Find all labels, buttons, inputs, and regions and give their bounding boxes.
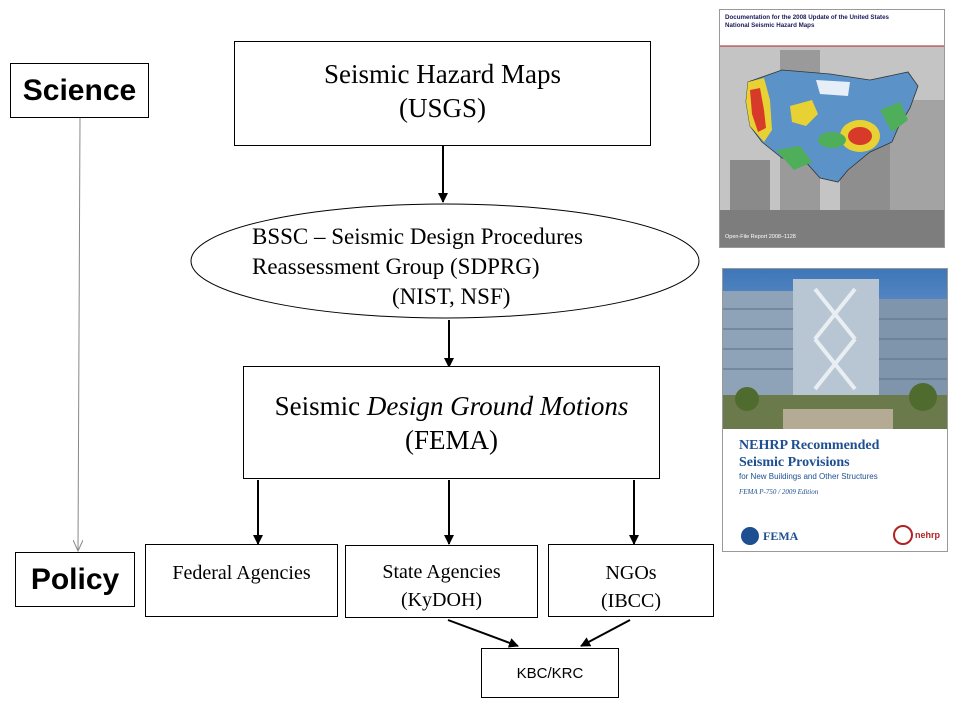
nehrp-logo: nehrp bbox=[893, 525, 940, 545]
federal-agencies-label: Federal Agencies bbox=[172, 562, 311, 584]
seismic-hazard-maps-box: Seismic Hazard Maps (USGS) bbox=[234, 41, 651, 146]
usgs-cover-report: Open-File Report 2008–1128 bbox=[725, 234, 796, 240]
federal-agencies-box: Federal Agencies bbox=[145, 544, 338, 617]
nehrp-seismograph-icon bbox=[893, 525, 913, 545]
arrow-science-to-policy bbox=[78, 117, 80, 551]
nehrp-cover-subtitle: for New Buildings and Other Structures bbox=[739, 472, 878, 481]
nehrp-cover-text: NEHRP Recommended Seismic Provisions for… bbox=[739, 437, 945, 499]
design-motions-italic: Design Ground Motions bbox=[366, 391, 629, 421]
arrow-state-to-kbc bbox=[447, 619, 519, 648]
ngos-label: NGOs bbox=[605, 562, 657, 584]
nehrp-cover-edition: FEMA P-750 / 2009 Edition bbox=[739, 488, 819, 496]
science-label-text: Science bbox=[22, 73, 137, 107]
usgs-cover-title-1: Documentation for the 2008 Update of the… bbox=[725, 14, 889, 21]
nehrp-logo-text: nehrp bbox=[915, 530, 941, 540]
nehrp-cover-photo bbox=[723, 269, 947, 429]
bssc-line-3: (NIST, NSF) bbox=[392, 284, 511, 309]
nehrp-cover-title-1: NEHRP Recommended bbox=[739, 438, 880, 453]
design-motions-agency: (FEMA) bbox=[405, 425, 498, 455]
state-agencies-label: State Agencies bbox=[382, 561, 501, 583]
science-label: Science bbox=[10, 63, 149, 118]
usgs-cover-art bbox=[720, 10, 944, 247]
ngos-box: NGOs (IBCC) bbox=[548, 544, 714, 617]
ngos-sub: (IBCC) bbox=[601, 590, 661, 612]
kbc-krc-label: KBC/KRC bbox=[516, 665, 584, 682]
design-motions-title: Seismic Design Ground Motions bbox=[244, 389, 659, 423]
hazard-maps-title: Seismic Hazard Maps bbox=[324, 59, 561, 89]
policy-label-text: Policy bbox=[30, 562, 120, 596]
nehrp-provisions-cover: NEHRP Recommended Seismic Provisions for… bbox=[722, 268, 948, 552]
bssc-line-1: BSSC – Seismic Design Procedures bbox=[252, 224, 583, 249]
bssc-line-2: Reassessment Group (SDPRG) bbox=[252, 254, 540, 279]
arrow-ngos-to-kbc bbox=[580, 619, 631, 647]
state-agencies-sub: (KyDOH) bbox=[400, 589, 483, 611]
usgs-cover-title-2: National Seismic Hazard Maps bbox=[725, 22, 815, 29]
design-motions-prefix: Seismic bbox=[274, 391, 367, 421]
kbc-krc-box: KBC/KRC bbox=[481, 648, 619, 698]
usgs-cover-title: Documentation for the 2008 Update of the… bbox=[725, 14, 941, 30]
usgs-report-cover: Documentation for the 2008 Update of the… bbox=[719, 9, 945, 248]
hazard-maps-agency: (USGS) bbox=[398, 93, 486, 123]
fema-seal-icon bbox=[741, 527, 759, 545]
policy-label: Policy bbox=[15, 552, 135, 607]
design-ground-motions-box: Seismic Design Ground Motions (FEMA) bbox=[243, 366, 660, 479]
bssc-text: BSSC – Seismic Design Procedures Reasses… bbox=[252, 222, 672, 312]
bssc-ellipse bbox=[190, 203, 700, 319]
state-agencies-box: State Agencies (KyDOH) bbox=[345, 545, 538, 618]
nehrp-cover-title-2: Seismic Provisions bbox=[739, 455, 850, 470]
fema-logo-text: FEMA bbox=[763, 528, 799, 543]
fema-logo: FEMA bbox=[741, 527, 798, 545]
